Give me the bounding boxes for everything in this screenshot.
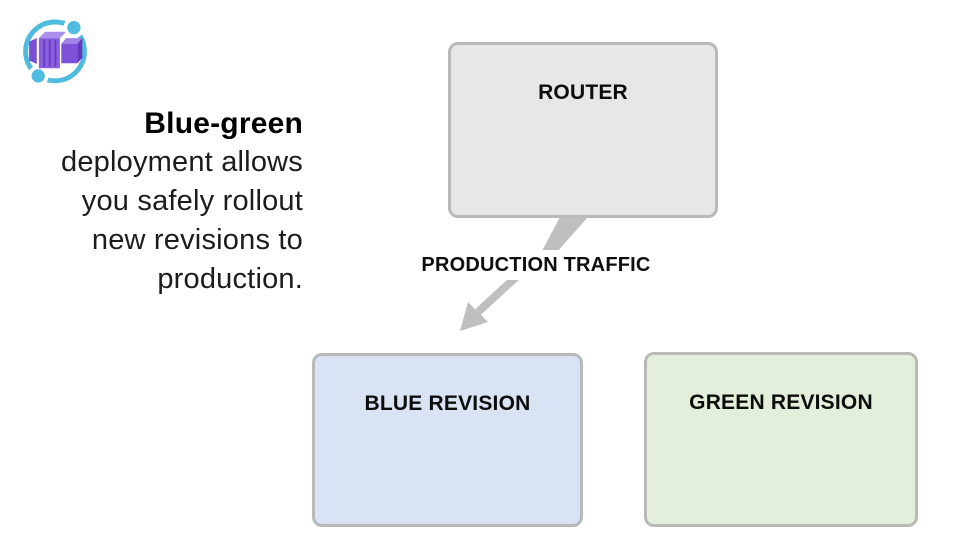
intro-line-2: deployment allows bbox=[61, 146, 303, 178]
intro-line-3: you safely rollout bbox=[81, 185, 303, 217]
green-revision-box: GREEN REVISION bbox=[644, 352, 918, 527]
blue-revision-box: BLUE REVISION bbox=[312, 353, 583, 527]
intro-line-5: production. bbox=[157, 263, 303, 295]
blue-revision-label: BLUE REVISION bbox=[364, 392, 531, 415]
container-apps-icon bbox=[20, 13, 90, 87]
router-label: ROUTER bbox=[538, 81, 628, 104]
intro-line-4: new revisions to bbox=[91, 224, 303, 256]
production-traffic-label: PRODUCTION TRAFFIC bbox=[412, 250, 660, 280]
green-revision-label: GREEN REVISION bbox=[689, 391, 873, 414]
intro-text: Blue-green deployment allows you safely … bbox=[30, 104, 303, 299]
intro-line-1: Blue-green bbox=[144, 107, 303, 140]
container-apps-icon-svg bbox=[23, 17, 87, 87]
router-box: ROUTER bbox=[448, 42, 718, 218]
